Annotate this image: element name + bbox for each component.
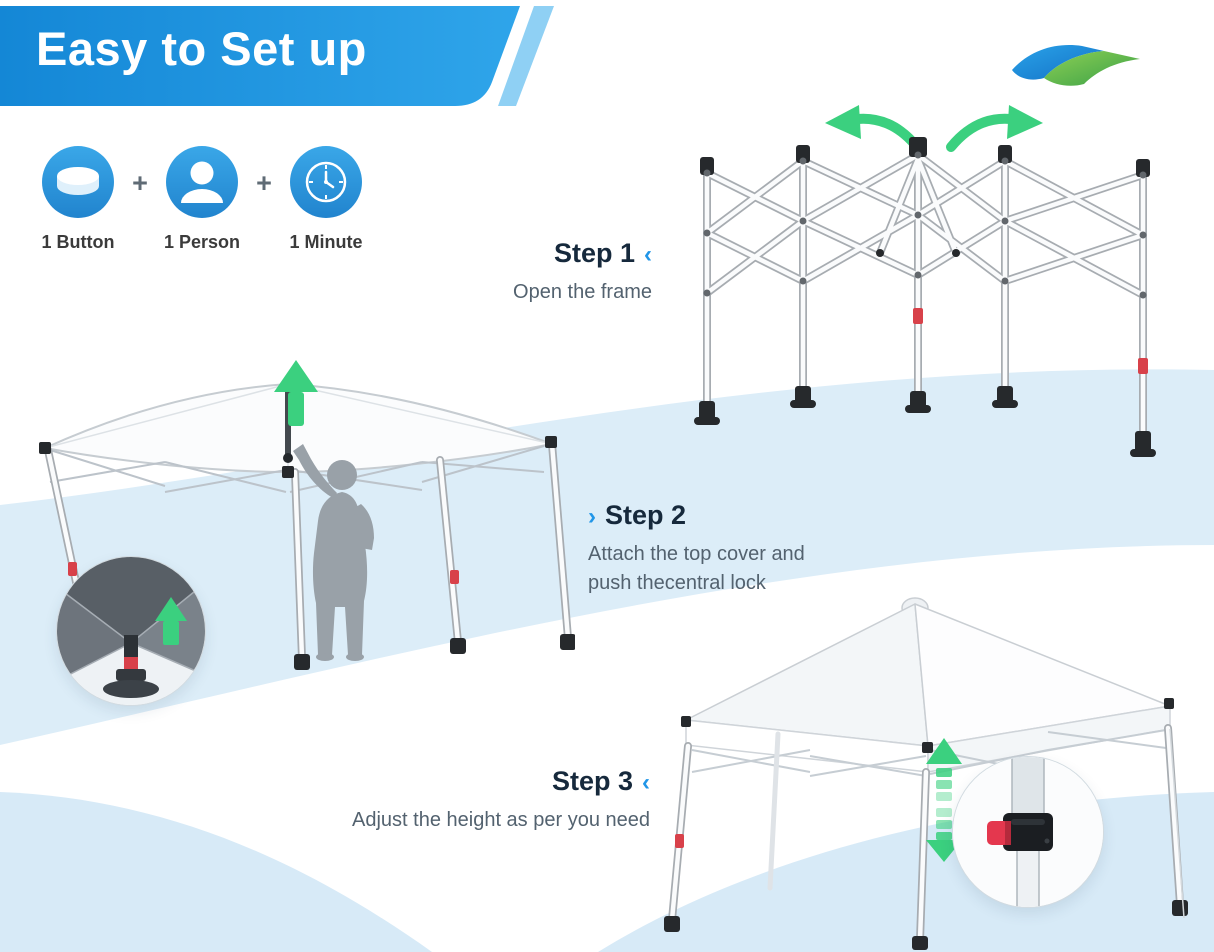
step-3-title-label: Step 3 xyxy=(551,766,633,796)
red-lock-tab xyxy=(913,308,1148,374)
step-1-title: Step 1 ‹ xyxy=(513,238,652,269)
central-lock-inset xyxy=(56,556,206,706)
person-canopy-illustration xyxy=(30,330,575,675)
person-icon xyxy=(166,146,238,218)
feature-label: 1 Person xyxy=(163,232,241,252)
red-push-button xyxy=(987,821,1009,845)
red-lock-tab xyxy=(675,834,684,848)
features-row: 1 Button + 1 Person + 1 Minute xyxy=(30,146,374,253)
green-curved-arrow-left-icon xyxy=(825,105,922,152)
red-lock-tab xyxy=(124,657,138,669)
step-2-description-line2: push thecentral lock xyxy=(588,572,766,594)
canopy-height-illustration xyxy=(628,588,1193,952)
step-1-title-label: Step 1 xyxy=(553,238,635,268)
feature-minute: 1 Minute xyxy=(278,146,374,253)
folded-frame-illustration xyxy=(675,103,1180,483)
green-curved-arrow-right-icon xyxy=(946,105,1043,152)
step-3-text: Step 3 ‹ Adjust the height as per you nee… xyxy=(352,766,650,835)
brand-logo-icon xyxy=(1008,40,1148,88)
step-2-text: › Step 2 Attach the top cover and push th… xyxy=(588,500,805,598)
step-2-title-label: Step 2 xyxy=(605,500,687,530)
feature-button: 1 Button xyxy=(30,146,126,253)
step-3-title: Step 3 ‹ xyxy=(352,766,650,797)
step-2-description: Attach the top cover and push thecentral… xyxy=(588,540,805,598)
plus-separator: + xyxy=(132,168,148,198)
scissor-frame xyxy=(694,137,1156,457)
step-1-description: Open the frame xyxy=(513,281,652,303)
chevron-left-icon: ‹ xyxy=(642,769,650,796)
banner-shape xyxy=(0,6,554,106)
person-silhouette xyxy=(293,444,374,661)
step-1-text: Step 1 ‹ Open the frame xyxy=(513,238,652,307)
step-3-description: Adjust the height as per you need xyxy=(352,809,650,831)
red-lock-tab xyxy=(68,562,459,584)
clock-icon xyxy=(290,146,362,218)
feature-label: 1 Button xyxy=(41,232,115,252)
feature-label: 1 Minute xyxy=(289,232,363,252)
green-up-arrow-icon xyxy=(155,597,187,645)
page-title: Easy to Set up xyxy=(36,22,367,75)
green-up-down-arrows-icon xyxy=(926,738,962,862)
green-up-arrow-icon xyxy=(274,360,318,426)
feature-person: 1 Person xyxy=(154,146,250,253)
plus-separator: + xyxy=(256,168,272,198)
height-lock-inset xyxy=(952,756,1104,908)
step-2-description-line1: Attach the top cover and xyxy=(588,543,805,565)
wave-bottom-left xyxy=(0,792,432,952)
banner: Easy to Set up xyxy=(0,6,560,106)
button-icon xyxy=(42,146,114,218)
chevron-right-icon: › xyxy=(588,503,596,530)
chevron-left-icon: ‹ xyxy=(644,241,652,268)
step-2-title: › Step 2 xyxy=(588,500,805,531)
